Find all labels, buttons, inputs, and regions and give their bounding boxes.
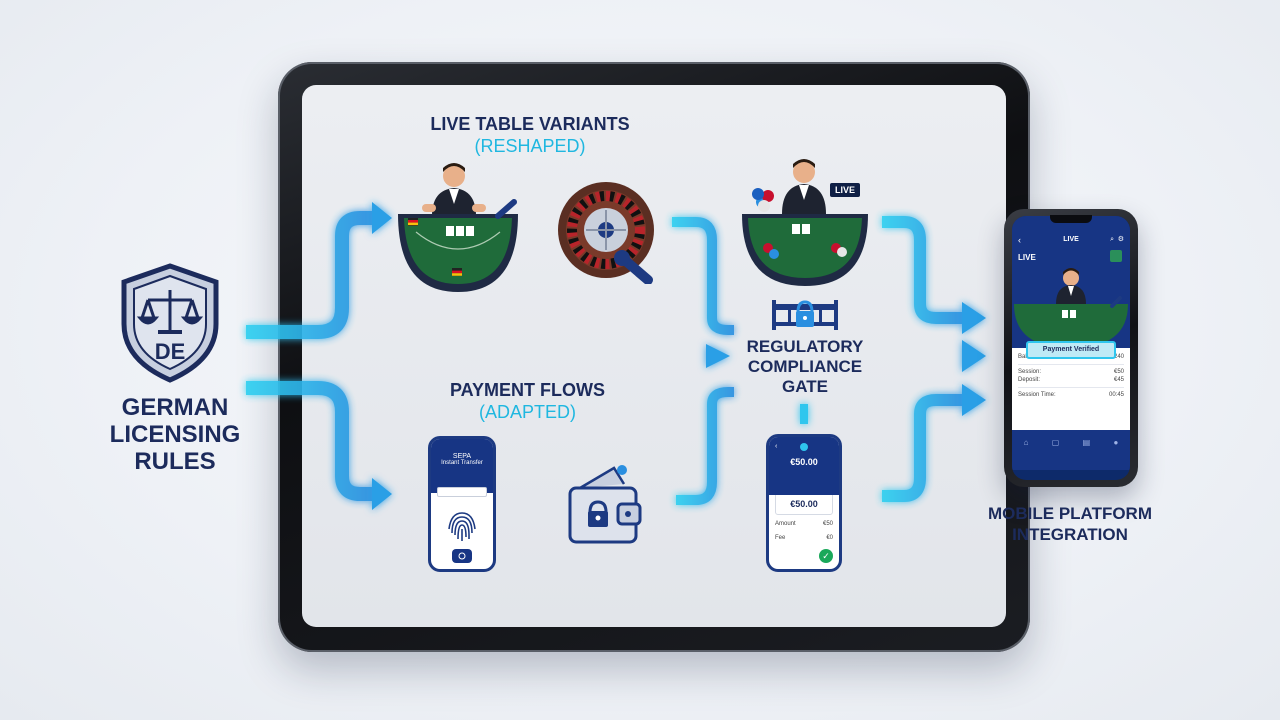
mobile-screen: ‹ LIVE ⌕ ⚙ LIVE Payment Verified Balance… — [1012, 216, 1130, 480]
arrow-to-payments — [246, 381, 372, 501]
blackjack-table-icon — [398, 163, 518, 292]
shield-icon — [121, 263, 219, 383]
phone-notch — [1050, 215, 1092, 223]
mobile-tab-bar: ⌂ ▢ ▤ ● — [1012, 430, 1130, 470]
arrow-to-live-tables — [246, 211, 372, 339]
mobile-row: Session:€50 — [1018, 369, 1124, 375]
verified-dot-icon — [800, 443, 808, 451]
live-tables-title: LIVE TABLE VARIANTS — [430, 114, 630, 134]
mobile-row: Deposit:€45 — [1018, 377, 1124, 383]
title-line-2: LICENSING — [109, 421, 241, 448]
title-line-3: RULES — [134, 448, 216, 475]
german-licensing-title: GERMAN LICENSING RULES — [90, 394, 260, 475]
gate-line-2: COMPLIANCE — [747, 357, 863, 376]
games-tab-icon[interactable]: ▢ — [1051, 438, 1060, 447]
search-icon[interactable]: ⌕ — [1110, 236, 1114, 243]
mobile-label-line-1: MOBILE PLATFORM — [988, 504, 1152, 523]
sepa-instant-transfer: Instant Transfer — [441, 460, 483, 466]
gate-line-3: GATE — [782, 377, 828, 396]
back-arrow-icon[interactable]: ‹ — [775, 443, 778, 450]
profile-tab-icon[interactable]: ● — [1113, 438, 1119, 447]
compliance-gate-title: REGULATORY COMPLIANCE GATE — [730, 337, 880, 397]
payment-flows-subtitle: (ADAPTED) — [478, 402, 576, 422]
wallet-lock-icon — [568, 465, 642, 544]
shield-code: DE — [154, 339, 186, 364]
mobile-live-table[interactable] — [1012, 268, 1130, 348]
home-tab-icon[interactable]: ⌂ — [1023, 438, 1029, 447]
settings-icon[interactable]: ⚙ — [1117, 236, 1124, 243]
payment-confirm-phone: ‹ €50.00 €50.00 Amount€50 Fee€0 ✓ — [766, 434, 842, 572]
amount-header: €50.00 — [790, 457, 818, 467]
title-line-1: GERMAN — [121, 394, 229, 421]
payment-row: Amount€50 — [775, 521, 833, 527]
payment-row: Fee€0 — [775, 535, 833, 541]
divider — [1018, 387, 1124, 388]
mobile-live-tag: LIVE — [1018, 253, 1036, 262]
payment-flows-title: PAYMENT FLOWS — [449, 380, 605, 400]
live-badge: LIVE — [830, 183, 860, 197]
payment-verified-toast: Payment Verified — [1026, 341, 1116, 359]
fingerprint-icon[interactable] — [431, 497, 493, 567]
gate-connector — [800, 404, 808, 424]
live-tables-subtitle: (RESHAPED) — [474, 136, 586, 156]
divider — [1018, 364, 1124, 365]
gate-lock-icon — [772, 300, 838, 330]
mobile-header-title: LIVE — [1063, 236, 1079, 243]
table-thumb-icon[interactable] — [1110, 250, 1122, 262]
wallet-tab-icon[interactable]: ▤ — [1082, 438, 1091, 447]
sepa-label: SEPA — [452, 453, 472, 460]
sepa-iban-field[interactable] — [437, 487, 487, 497]
roulette-wheel-icon — [558, 182, 654, 284]
mobile-label-line-2: INTEGRATION — [1012, 525, 1128, 544]
mobile-row: Session Time:00:45 — [1018, 392, 1124, 398]
gate-line-1: REGULATORY — [746, 337, 864, 356]
live-blackjack-table-icon — [742, 159, 868, 286]
checkmark-icon: ✓ — [819, 549, 833, 563]
back-icon[interactable]: ‹ — [1018, 235, 1021, 245]
mobile-integration-title: MOBILE PLATFORM INTEGRATION — [960, 503, 1180, 545]
sepa-phone: SEPA Instant Transfer — [428, 436, 496, 572]
